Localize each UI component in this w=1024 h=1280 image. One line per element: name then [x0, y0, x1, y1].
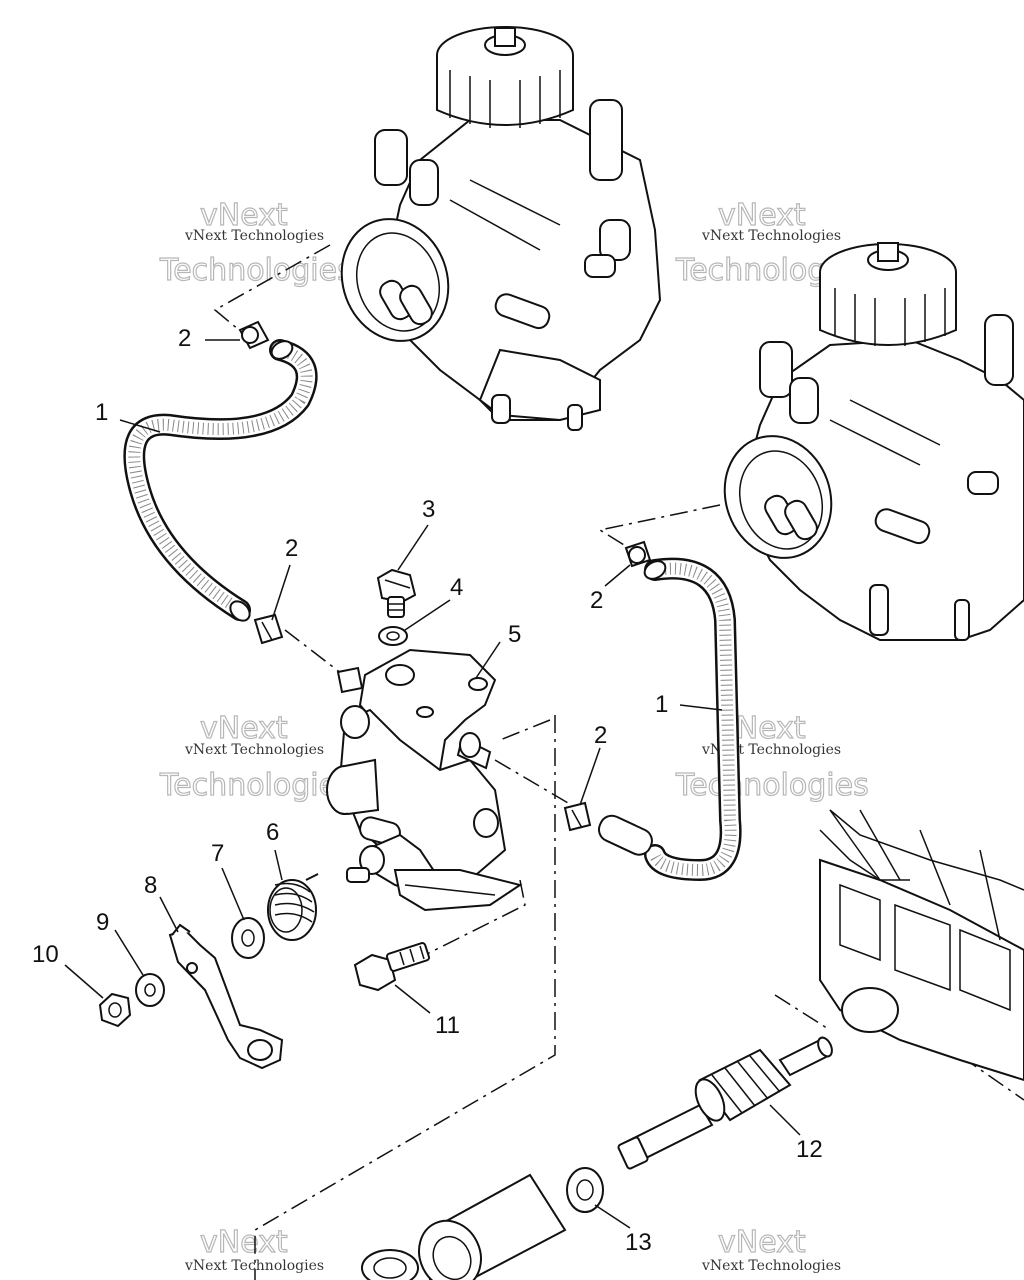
hose-clamp-top	[238, 320, 270, 350]
callout-3: 3	[422, 496, 435, 523]
callout-2-right-bottom: 2	[594, 722, 607, 749]
svg-text:vNext: vNext	[200, 198, 288, 233]
callout-10: 10	[32, 941, 59, 968]
callout-2-right-top: 2	[590, 587, 603, 614]
mounting-bolt	[353, 942, 431, 992]
center-lines	[213, 244, 1024, 1280]
watermark-top-left: vNext vNext Technologies Technologies	[158, 197, 353, 288]
drive-gear-shaft	[617, 1036, 833, 1170]
callout-5: 5	[508, 621, 521, 648]
callout-2-mid-left: 2	[285, 535, 298, 562]
return-spring	[267, 873, 319, 941]
lever-nut	[98, 992, 132, 1028]
callout-6: 6	[266, 819, 279, 846]
hose-left	[123, 339, 318, 622]
svg-text:vNext Technologies: vNext Technologies	[701, 228, 841, 244]
callout-1-right: 1	[655, 691, 668, 718]
callout-13: 13	[625, 1229, 652, 1256]
svg-text:vNext: vNext	[200, 711, 288, 746]
sealing-washer	[378, 626, 408, 646]
svg-text:vNext: vNext	[200, 1225, 288, 1260]
callout-7: 7	[211, 840, 224, 867]
svg-text:Technologies: Technologies	[159, 253, 353, 288]
svg-text:Technologies: Technologies	[159, 768, 353, 803]
callout-12: 12	[796, 1136, 823, 1163]
thrust-washer	[566, 1167, 604, 1213]
leader-lines	[64, 339, 801, 1229]
hose-clamp-right-bottom	[563, 801, 592, 832]
lock-washer	[135, 973, 165, 1007]
svg-text:Technologies: Technologies	[675, 768, 869, 803]
callout-2-top: 2	[178, 325, 191, 352]
callout-9: 9	[96, 909, 109, 936]
svg-text:vNext Technologies: vNext Technologies	[184, 1258, 324, 1274]
svg-text:vNext Technologies: vNext Technologies	[184, 742, 324, 758]
oil-pump	[326, 648, 523, 912]
watermark-bottom-left: vNext vNext Technologies	[184, 1224, 324, 1274]
hose-clamp-right-top	[624, 540, 652, 568]
callout-1-left: 1	[95, 399, 108, 426]
callout-11: 11	[435, 1012, 460, 1039]
watermark-bottom-right: vNext vNext Technologies	[701, 1224, 841, 1274]
carburetor-right	[723, 242, 1024, 641]
svg-text:vNext: vNext	[718, 1225, 806, 1260]
carburetor-top	[340, 26, 662, 431]
hose-right	[597, 557, 742, 882]
svg-text:vNext Technologies: vNext Technologies	[184, 228, 324, 244]
watermark-mid-left: vNext vNext Technologies Technologies	[158, 710, 353, 803]
callout-4: 4	[450, 574, 463, 601]
control-lever	[168, 923, 284, 1070]
watermark-mid-right: vNext vNext Technologies Technologies	[674, 710, 869, 803]
drive-bushing	[418, 1173, 567, 1280]
bleed-screw	[376, 568, 417, 618]
spring-coil-bottom	[361, 1249, 419, 1280]
callout-8: 8	[144, 872, 157, 899]
callout-labels: 2 1 2 3 4 5 2 1 2 6 7 8 9 10 11 12 13	[32, 325, 823, 1256]
hose-clamp-mid-left	[253, 613, 284, 645]
svg-text:vNext Technologies: vNext Technologies	[701, 1258, 841, 1274]
lever-washer	[231, 917, 265, 959]
crankcase	[819, 809, 1024, 1082]
svg-text:vNext: vNext	[718, 198, 806, 233]
